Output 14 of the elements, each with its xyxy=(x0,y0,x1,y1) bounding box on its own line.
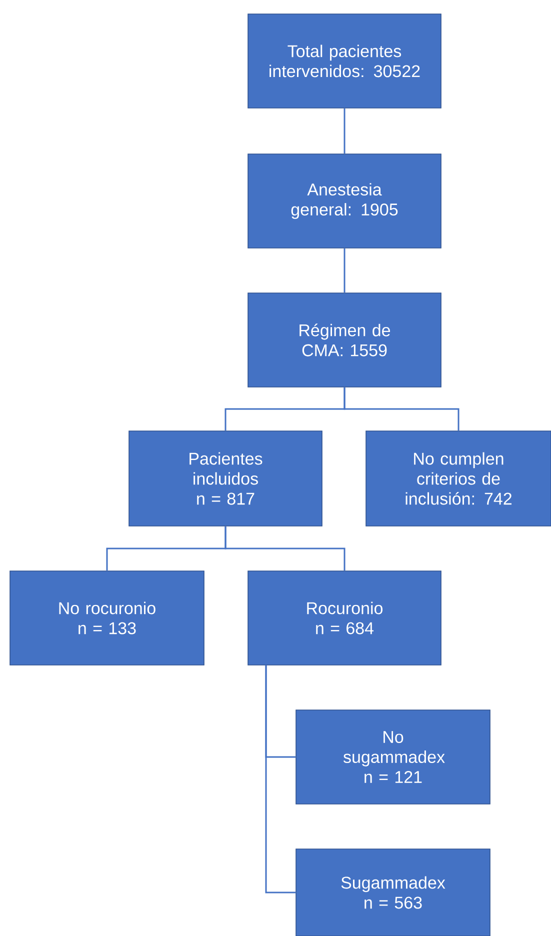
process-box: No sugammadex n = 121 xyxy=(296,710,490,804)
process-box: No cumplen criterios de inclusión: 742 xyxy=(366,430,551,526)
connector-line xyxy=(344,387,460,431)
connector-line xyxy=(265,665,296,894)
process-box: Régimen de CMA: 1559 xyxy=(248,292,442,388)
process-box: Rocuronio n = 684 xyxy=(248,570,442,666)
process-box: Pacientes incluidos n = 817 xyxy=(128,430,322,526)
process-box: No rocuronio n = 133 xyxy=(10,570,204,666)
connector-line xyxy=(224,526,346,571)
process-box: Sugammadex n = 563 xyxy=(296,848,490,936)
process-box: Anestesia general: 1905 xyxy=(248,154,442,248)
connector-line xyxy=(344,248,346,293)
process-box: Total pacientes intervenidos: 30522 xyxy=(248,14,442,108)
connector-line xyxy=(344,108,346,154)
